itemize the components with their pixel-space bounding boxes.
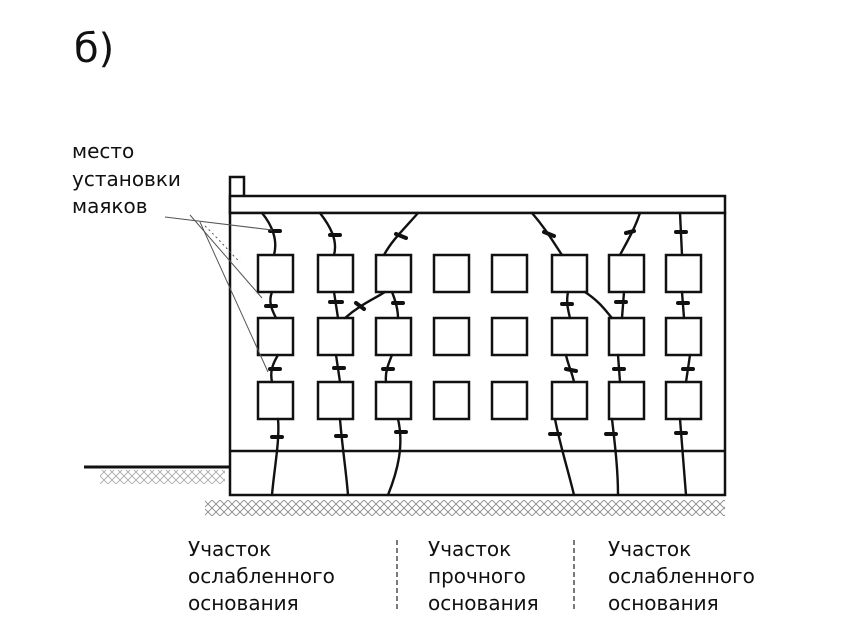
window [664,380,703,421]
callout-line: место [72,139,134,163]
beacon-mark [354,301,366,311]
crack [390,290,400,320]
roof-slab [228,194,727,215]
crack [343,290,387,320]
crack [620,290,626,320]
window [607,380,646,421]
window [490,253,529,294]
callout-line: установки [72,167,181,191]
zone-label-middle: Участок прочного основания [428,537,539,615]
window [256,253,295,294]
window [374,316,413,357]
callout-label: место установки маяков [72,139,187,218]
windows [256,253,703,421]
window [432,316,471,357]
crack [618,211,642,257]
soil-hatch-left [100,470,225,484]
soil-hatch-under [205,500,725,516]
crack [332,290,340,320]
window [316,380,355,421]
callout-leaders [164,214,273,373]
crack [610,417,620,497]
crack [338,417,350,497]
window [256,380,295,421]
zone-label-right: Участок ослабленного основания [608,537,761,615]
beacon-mark [542,230,556,238]
window [664,316,703,357]
window [374,253,413,294]
beacon-mark [564,367,578,373]
window [374,380,413,421]
window [256,316,295,357]
window [432,253,471,294]
crack [270,417,280,497]
window [550,316,589,357]
window [550,380,589,421]
window [664,253,703,294]
beacon-mark [624,229,636,235]
zone-label-left: Участок ослабленного основания [188,537,341,615]
crack [678,417,688,497]
callout-line: маяков [72,194,147,218]
crack [583,290,614,320]
figure-label: б) [74,26,114,72]
crack [553,417,576,497]
window [607,316,646,357]
window [550,253,589,294]
building-wall [228,211,727,497]
beacons [264,229,695,439]
window [316,253,355,294]
beacon-mark [394,232,408,240]
window [490,380,529,421]
window [432,380,471,421]
crack [386,417,402,497]
window [490,316,529,357]
window [316,316,355,357]
window [607,253,646,294]
